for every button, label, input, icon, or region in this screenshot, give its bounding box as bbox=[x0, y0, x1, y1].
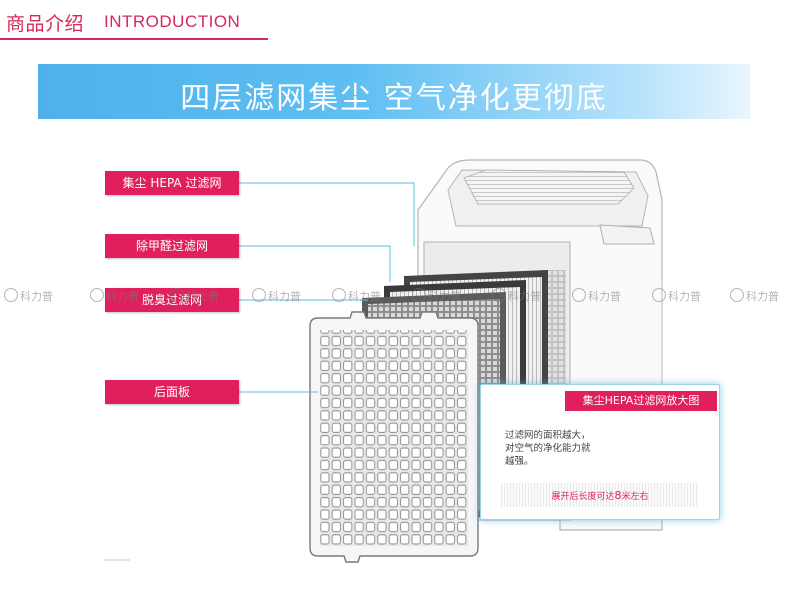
caption-number: 8 bbox=[614, 489, 622, 502]
watermark-logo-icon bbox=[4, 288, 18, 302]
caption-post: 米左右 bbox=[621, 492, 649, 502]
section-title-en: INTRODUCTION bbox=[104, 12, 241, 31]
watermark: 科力普 bbox=[572, 288, 621, 304]
watermark: 科力普 bbox=[4, 288, 53, 304]
zoom-caption: 展开后长度可达8米左右 bbox=[505, 489, 695, 502]
watermark-logo-icon bbox=[492, 288, 506, 302]
zoom-description: 过滤网的面积越大， 对空气的净化能力就 越强。 bbox=[505, 429, 601, 468]
watermark: 科力普 bbox=[332, 288, 381, 304]
label-formaldehyde-filter: 除甲醛过滤网 bbox=[105, 234, 239, 258]
watermark: 科力普 bbox=[492, 288, 541, 304]
watermark: 科力普 bbox=[412, 288, 461, 304]
watermark-logo-icon bbox=[170, 288, 184, 302]
zoom-desc-line: 对空气的净化能力就 bbox=[505, 443, 591, 454]
watermark: 科力普 bbox=[730, 288, 779, 304]
watermark-row: 科力普 科力普 科力普 科力普 科力普 科力普 科力普 科力普 科力普 科力普 bbox=[0, 288, 790, 306]
section-title-cn: 商品介绍 bbox=[6, 13, 85, 35]
label-back-panel: 后面板 bbox=[105, 380, 239, 404]
watermark-logo-icon bbox=[730, 288, 744, 302]
section-header: 商品介绍 INTRODUCTION bbox=[0, 0, 790, 40]
watermark: 科力普 bbox=[90, 288, 139, 304]
zoom-title: 集尘HEPA过滤网放大图 bbox=[565, 391, 717, 411]
zoom-desc-line: 过滤网的面积越大， bbox=[505, 430, 591, 441]
watermark-logo-icon bbox=[252, 288, 266, 302]
watermark-logo-icon bbox=[412, 288, 426, 302]
caption-pre: 展开后长度可达 bbox=[551, 492, 615, 502]
watermark-logo-icon bbox=[572, 288, 586, 302]
back-panel bbox=[309, 311, 479, 563]
zoom-desc-line: 越强。 bbox=[505, 456, 534, 467]
watermark-logo-icon bbox=[90, 288, 104, 302]
watermark: 科力普 bbox=[170, 288, 219, 304]
watermark-logo-icon bbox=[332, 288, 346, 302]
headline-banner: 四层滤网集尘 空气净化更彻底 bbox=[38, 64, 750, 119]
header-underline bbox=[0, 38, 268, 40]
watermark-logo-icon bbox=[652, 288, 666, 302]
hepa-zoom-callout: 集尘HEPA过滤网放大图 过滤网的面积越大， 对空气的净化能力就 越强。 展开后… bbox=[480, 384, 720, 520]
label-hepa-filter: 集尘 HEPA 过滤网 bbox=[105, 171, 239, 195]
headline-text: 四层滤网集尘 空气净化更彻底 bbox=[180, 81, 608, 116]
unfolded-filter-strip bbox=[501, 483, 699, 507]
watermark: 科力普 bbox=[652, 288, 701, 304]
watermark: 科力普 bbox=[252, 288, 301, 304]
